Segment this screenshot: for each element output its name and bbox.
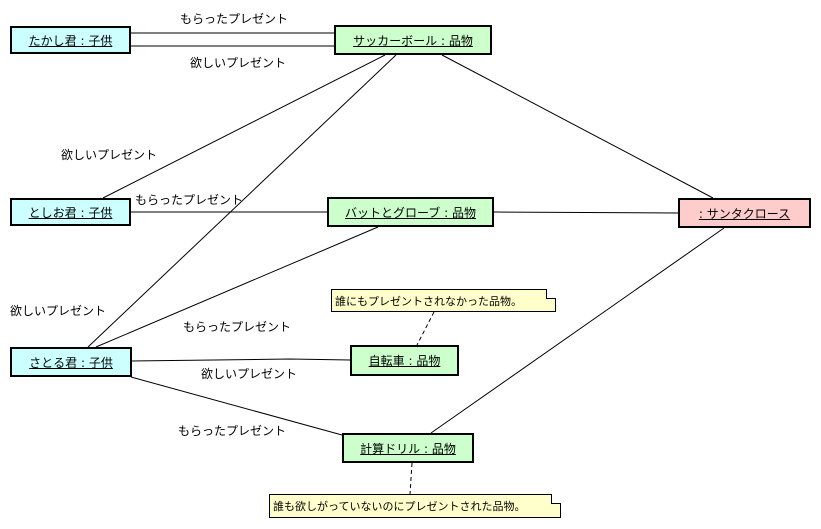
node-satoru[interactable]: さとる君 : 子供 [10,347,132,377]
node-takashi-label: たかし君 : 子供 [28,33,113,48]
note-link-bike [416,311,435,346]
note-bicycle-text: 誰にもプレゼントされなかった品物。 [335,295,522,308]
node-bicycle-label: 自転車 : 品物 [368,354,441,368]
link-drill-santa [430,227,725,434]
link-soccer-santa [441,54,714,199]
note-bicycle: 誰にもプレゼントされなかった品物。 [331,289,556,312]
link-toshio-soccer [102,54,386,199]
node-takashi[interactable]: たかし君 : 子供 [10,26,131,54]
link-bat-santa [493,211,679,214]
node-toshio[interactable]: としお君 : 子供 [10,198,131,226]
label-takashi-received: もらったプレゼント [180,12,289,26]
node-bat-glove-label: バットとグローブ : 品物 [345,205,476,220]
link-satoru-soccer [87,54,397,348]
note-link-drill [409,462,413,495]
node-drill[interactable]: 計算ドリル : 品物 [342,433,474,463]
node-bicycle[interactable]: 自転車 : 品物 [350,345,459,376]
node-soccer-ball-label: サッカーボール : 品物 [353,33,473,48]
node-drill-label: 計算ドリル : 品物 [360,441,456,456]
label-toshio-received: もらったプレゼント [135,193,244,207]
node-santa[interactable]: : サンタクロース [678,198,811,228]
label-satoru-received-drill: もらったプレゼント [178,424,287,438]
node-soccer-ball[interactable]: サッカーボール : 品物 [334,25,492,55]
label-satoru-received-bat: もらったプレゼント [183,320,292,334]
node-toshio-label: としお君 : 子供 [28,205,113,220]
link-satoru-drill [130,376,343,436]
link-satoru-bat [95,226,379,348]
node-bat-glove[interactable]: バットとグローブ : 品物 [327,197,494,227]
label-satoru-wanted-bike: 欲しいプレゼント [201,367,298,381]
node-santa-label: : サンタクロース [698,206,791,221]
note-drill: 誰も欲しがっていないのにプレゼントされた品物。 [269,494,561,518]
note-drill-text: 誰も欲しがっていないのにプレゼントされた品物。 [273,500,526,513]
label-takashi-wanted: 欲しいプレゼント [190,56,287,70]
node-satoru-label: さとる君 : 子供 [29,355,113,370]
label-satoru-wanted: 欲しいプレゼント [10,304,107,318]
link-satoru-bike [130,358,351,362]
label-toshio-wanted: 欲しいプレゼント [61,148,158,162]
